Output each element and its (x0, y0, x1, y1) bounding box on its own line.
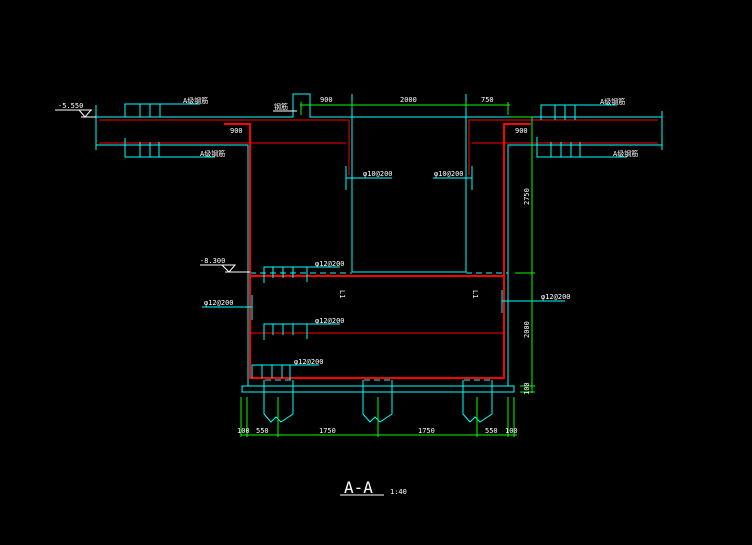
section-mark: L1 (471, 290, 479, 298)
dim-text: 550 (256, 427, 269, 435)
pile (462, 392, 493, 423)
rebar-label: A级钢筋 (613, 149, 638, 158)
dim-text: 750 (481, 96, 494, 104)
rebar (99, 119, 658, 379)
rebar-label: A级钢筋 (183, 96, 208, 105)
dim-text: 900 (320, 96, 333, 104)
dim-text: 550 (485, 427, 498, 435)
rebar-label: φ12@200 (294, 358, 324, 366)
section-title: A-A (344, 478, 373, 497)
rebar-label: φ10@200 (363, 170, 393, 178)
dim-text: 100 (237, 427, 250, 435)
dim-text: 100 (505, 427, 518, 435)
rebar-label: 钢筋 (274, 102, 288, 111)
rebar-label: A级钢筋 (200, 149, 225, 158)
pile (362, 392, 393, 423)
dim-text: 100 (523, 382, 531, 395)
dim-text: 2000 (400, 96, 417, 104)
dim-text: 2750 (523, 188, 531, 205)
dim-text: 1750 (319, 427, 336, 435)
rebar-label: φ12@200 (315, 260, 345, 268)
level-marks (55, 109, 297, 273)
rebar-label: A级钢筋 (600, 97, 625, 106)
dimension-lines (240, 102, 535, 437)
dim-text: 1750 (418, 427, 435, 435)
rebar-label: φ12@200 (541, 293, 571, 301)
rebar-label: φ12@200 (204, 299, 234, 307)
dim-text: 900 (515, 127, 528, 135)
rebar-callouts (124, 103, 627, 380)
section-mark: L1 (338, 290, 346, 298)
level-top-label: -5.550 (58, 102, 83, 110)
base-slab (241, 385, 515, 393)
dim-text: 900 (230, 127, 243, 135)
dim-text: 2000 (523, 321, 531, 338)
rebar-label: φ10@200 (434, 170, 464, 178)
pile (263, 392, 294, 423)
section-scale: 1:40 (390, 488, 407, 496)
level-floor-label: -8.300 (200, 257, 225, 265)
rebar-label: φ12@200 (315, 317, 345, 325)
concrete-outline (95, 93, 663, 423)
